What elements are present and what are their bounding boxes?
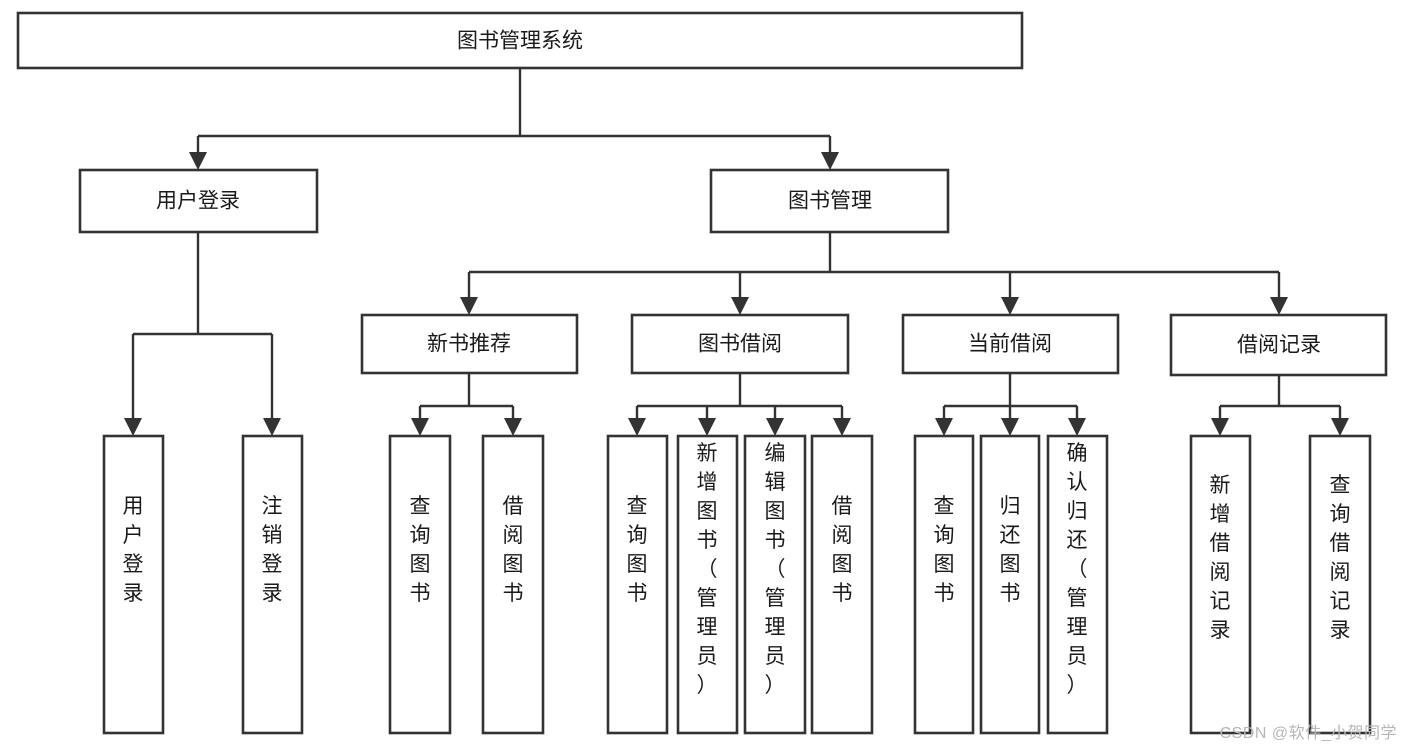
node-book-manage[interactable]: 图书管理	[709, 168, 950, 234]
node-leaf-borrow-book-2[interactable]: 借阅图书	[810, 434, 874, 735]
connector-currentborrow-to-leaves	[935, 373, 1086, 436]
connector-bookmanage-to-level3	[460, 232, 1288, 315]
node-leaf-edit-book-label: 编辑图书（管理员）	[765, 442, 786, 697]
node-book-manage-label: 图书管理	[788, 190, 872, 213]
node-current-borrow[interactable]: 当前借阅	[901, 313, 1120, 375]
node-book-borrow[interactable]: 图书借阅	[630, 313, 850, 375]
node-leaf-logout-login[interactable]: 注销登录	[241, 434, 304, 735]
connector-root-to-level2	[189, 68, 839, 170]
node-leaf-query-record[interactable]: 查询借阅记录	[1308, 434, 1372, 735]
node-leaf-borrow-book-1-label: 借阅图书	[503, 495, 524, 605]
node-book-borrow-label: 图书借阅	[698, 333, 782, 356]
node-user-login[interactable]: 用户登录	[78, 168, 319, 234]
node-borrow-record[interactable]: 借阅记录	[1169, 313, 1388, 377]
node-leaf-confirm-return-label: 确认归还（管理员）	[1067, 442, 1088, 697]
node-new-book-recommend[interactable]: 新书推荐	[360, 313, 579, 375]
node-leaf-edit-book[interactable]: 编辑图书（管理员）	[743, 434, 807, 735]
node-leaf-logout-login-label: 注销登录	[262, 495, 283, 605]
node-leaf-borrow-book-1[interactable]: 借阅图书	[481, 434, 545, 735]
node-root-system-label: 图书管理系统	[457, 30, 583, 53]
node-current-borrow-label: 当前借阅	[968, 333, 1052, 356]
node-leaf-add-book-label: 新增图书（管理员）	[697, 442, 718, 697]
node-leaf-user-login-label: 用户登录	[123, 495, 144, 605]
connector-borrowrecord-to-leaves	[1211, 375, 1349, 436]
connector-userlogin-to-leaves	[124, 232, 281, 436]
connectors-group	[124, 68, 1349, 436]
node-leaf-borrow-book-2-label: 借阅图书	[832, 495, 853, 605]
node-leaf-return-book-label: 归还图书	[1000, 495, 1021, 605]
connector-bookborrow-to-leaves	[628, 373, 851, 436]
node-leaf-query-book-3[interactable]: 查询图书	[913, 434, 975, 735]
node-leaf-return-book[interactable]: 归还图书	[979, 434, 1041, 735]
node-leaf-query-book-3-label: 查询图书	[934, 495, 955, 605]
node-leaf-confirm-return[interactable]: 确认归还（管理员）	[1046, 434, 1109, 735]
node-leaf-query-book-2-label: 查询图书	[627, 495, 648, 605]
connector-newbook-to-leaves	[411, 373, 522, 436]
node-leaf-query-book-2[interactable]: 查询图书	[606, 434, 669, 735]
node-root-system[interactable]: 图书管理系统	[16, 11, 1024, 70]
node-leaf-add-book[interactable]: 新增图书（管理员）	[676, 434, 739, 735]
node-leaf-add-record-label: 新增借阅记录	[1210, 474, 1231, 642]
node-leaf-user-login[interactable]: 用户登录	[102, 434, 165, 735]
node-new-book-recommend-label: 新书推荐	[427, 333, 511, 356]
node-leaf-add-record[interactable]: 新增借阅记录	[1189, 434, 1252, 735]
node-leaf-query-book-1-label: 查询图书	[410, 495, 431, 605]
node-user-login-label: 用户登录	[156, 190, 240, 213]
node-leaf-query-record-label: 查询借阅记录	[1330, 474, 1351, 642]
node-borrow-record-label: 借阅记录	[1237, 334, 1321, 357]
node-leaf-query-book-1[interactable]: 查询图书	[388, 434, 452, 735]
